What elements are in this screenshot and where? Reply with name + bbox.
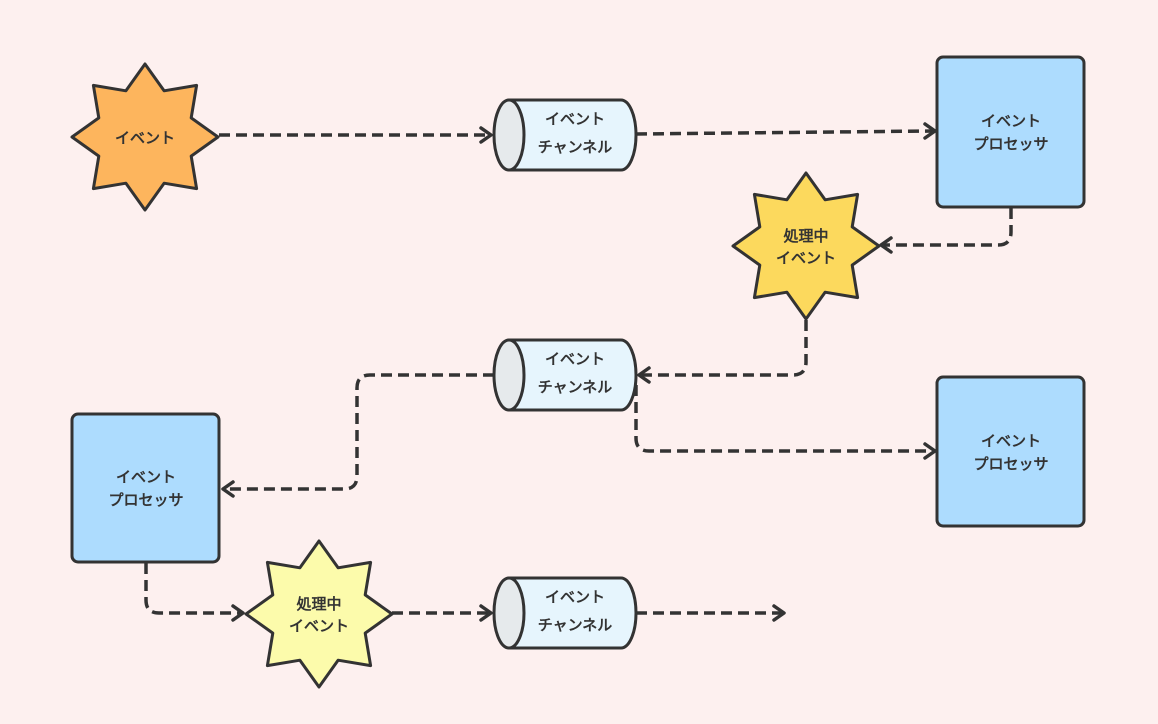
arrowhead-icon (479, 126, 493, 144)
edge-event-1-to-channel-1[interactable] (219, 126, 493, 144)
arrowhead-icon (221, 480, 235, 498)
processor-box-shape (935, 375, 1086, 528)
node-channel-cylinder[interactable]: イベント チャンネル (492, 576, 638, 650)
arrowhead-icon (231, 604, 245, 622)
edge-channel-3-outgoing[interactable] (636, 604, 786, 622)
node-label-line-1: イベント (116, 468, 176, 486)
node-label-line-2: イベント (289, 617, 349, 635)
event-star-shape (70, 62, 220, 212)
node-label-line-2: チャンネル (538, 138, 613, 156)
node-processing-event-star[interactable]: 処理中 イベント (731, 171, 881, 321)
arrowhead-icon (879, 236, 893, 254)
node-label: イベント (115, 129, 175, 147)
cylinder-body (507, 338, 638, 412)
arrowhead-icon (479, 604, 493, 622)
event-star-shape (731, 171, 881, 321)
edge-processor-1-to-processing-event-1[interactable] (879, 208, 1013, 254)
node-label-line-1: イベント (545, 350, 605, 368)
cylinder-cap (492, 338, 526, 412)
node-channel-cylinder[interactable]: イベント チャンネル (492, 338, 638, 412)
node-label-line-2: チャンネル (538, 378, 613, 396)
node-label-line-1: イベント (981, 432, 1041, 450)
node-label-line-2: プロセッサ (108, 491, 183, 509)
node-channel-cylinder[interactable]: イベント チャンネル (492, 98, 638, 172)
edge-channel-2-to-processor-3[interactable] (221, 373, 494, 498)
node-label-line-2: イベント (776, 249, 836, 267)
node-label-line-2: チャンネル (538, 616, 613, 634)
edge-channel-2-to-processor-2[interactable] (634, 385, 937, 460)
node-processor-box[interactable]: イベント プロセッサ (935, 375, 1086, 528)
node-processor-box[interactable]: イベント プロセッサ (70, 412, 221, 564)
arrowhead-icon (923, 442, 937, 460)
edge-channel-1-to-processor-1[interactable] (635, 122, 937, 140)
node-label-line-1: イベント (545, 110, 605, 128)
event-star-shape (244, 539, 394, 689)
arrowhead-icon (923, 122, 937, 140)
node-processor-box[interactable]: イベント プロセッサ (935, 55, 1086, 209)
edge-processor-3-to-processing-event-2[interactable] (144, 563, 245, 622)
node-event-star[interactable]: イベント (70, 62, 220, 212)
processor-box-shape (70, 412, 221, 564)
node-label-line-1: イベント (981, 112, 1041, 130)
edges (144, 122, 1013, 622)
nodes: イベント イベント チャンネル イベント プロセッサ 処理中 イベント イベント… (70, 55, 1086, 689)
cylinder-cap (492, 98, 526, 172)
node-label-line-1: 処理中 (782, 227, 828, 245)
edge-processing-event-1-to-channel-2[interactable] (637, 320, 808, 384)
arrowhead-icon (772, 604, 786, 622)
arrowhead-icon (637, 366, 651, 384)
node-label-line-1: イベント (545, 588, 605, 606)
processor-box-shape (935, 55, 1086, 209)
cylinder-cap (492, 576, 526, 650)
node-processing-event-star[interactable]: 処理中 イベント (244, 539, 394, 689)
node-label-line-1: 処理中 (295, 595, 341, 613)
cylinder-body (507, 576, 638, 650)
node-label-line-2: プロセッサ (973, 455, 1048, 473)
cylinder-body (507, 98, 638, 172)
node-label-line-2: プロセッサ (973, 135, 1048, 153)
edge-processing-event-2-to-channel-3[interactable] (392, 604, 493, 622)
